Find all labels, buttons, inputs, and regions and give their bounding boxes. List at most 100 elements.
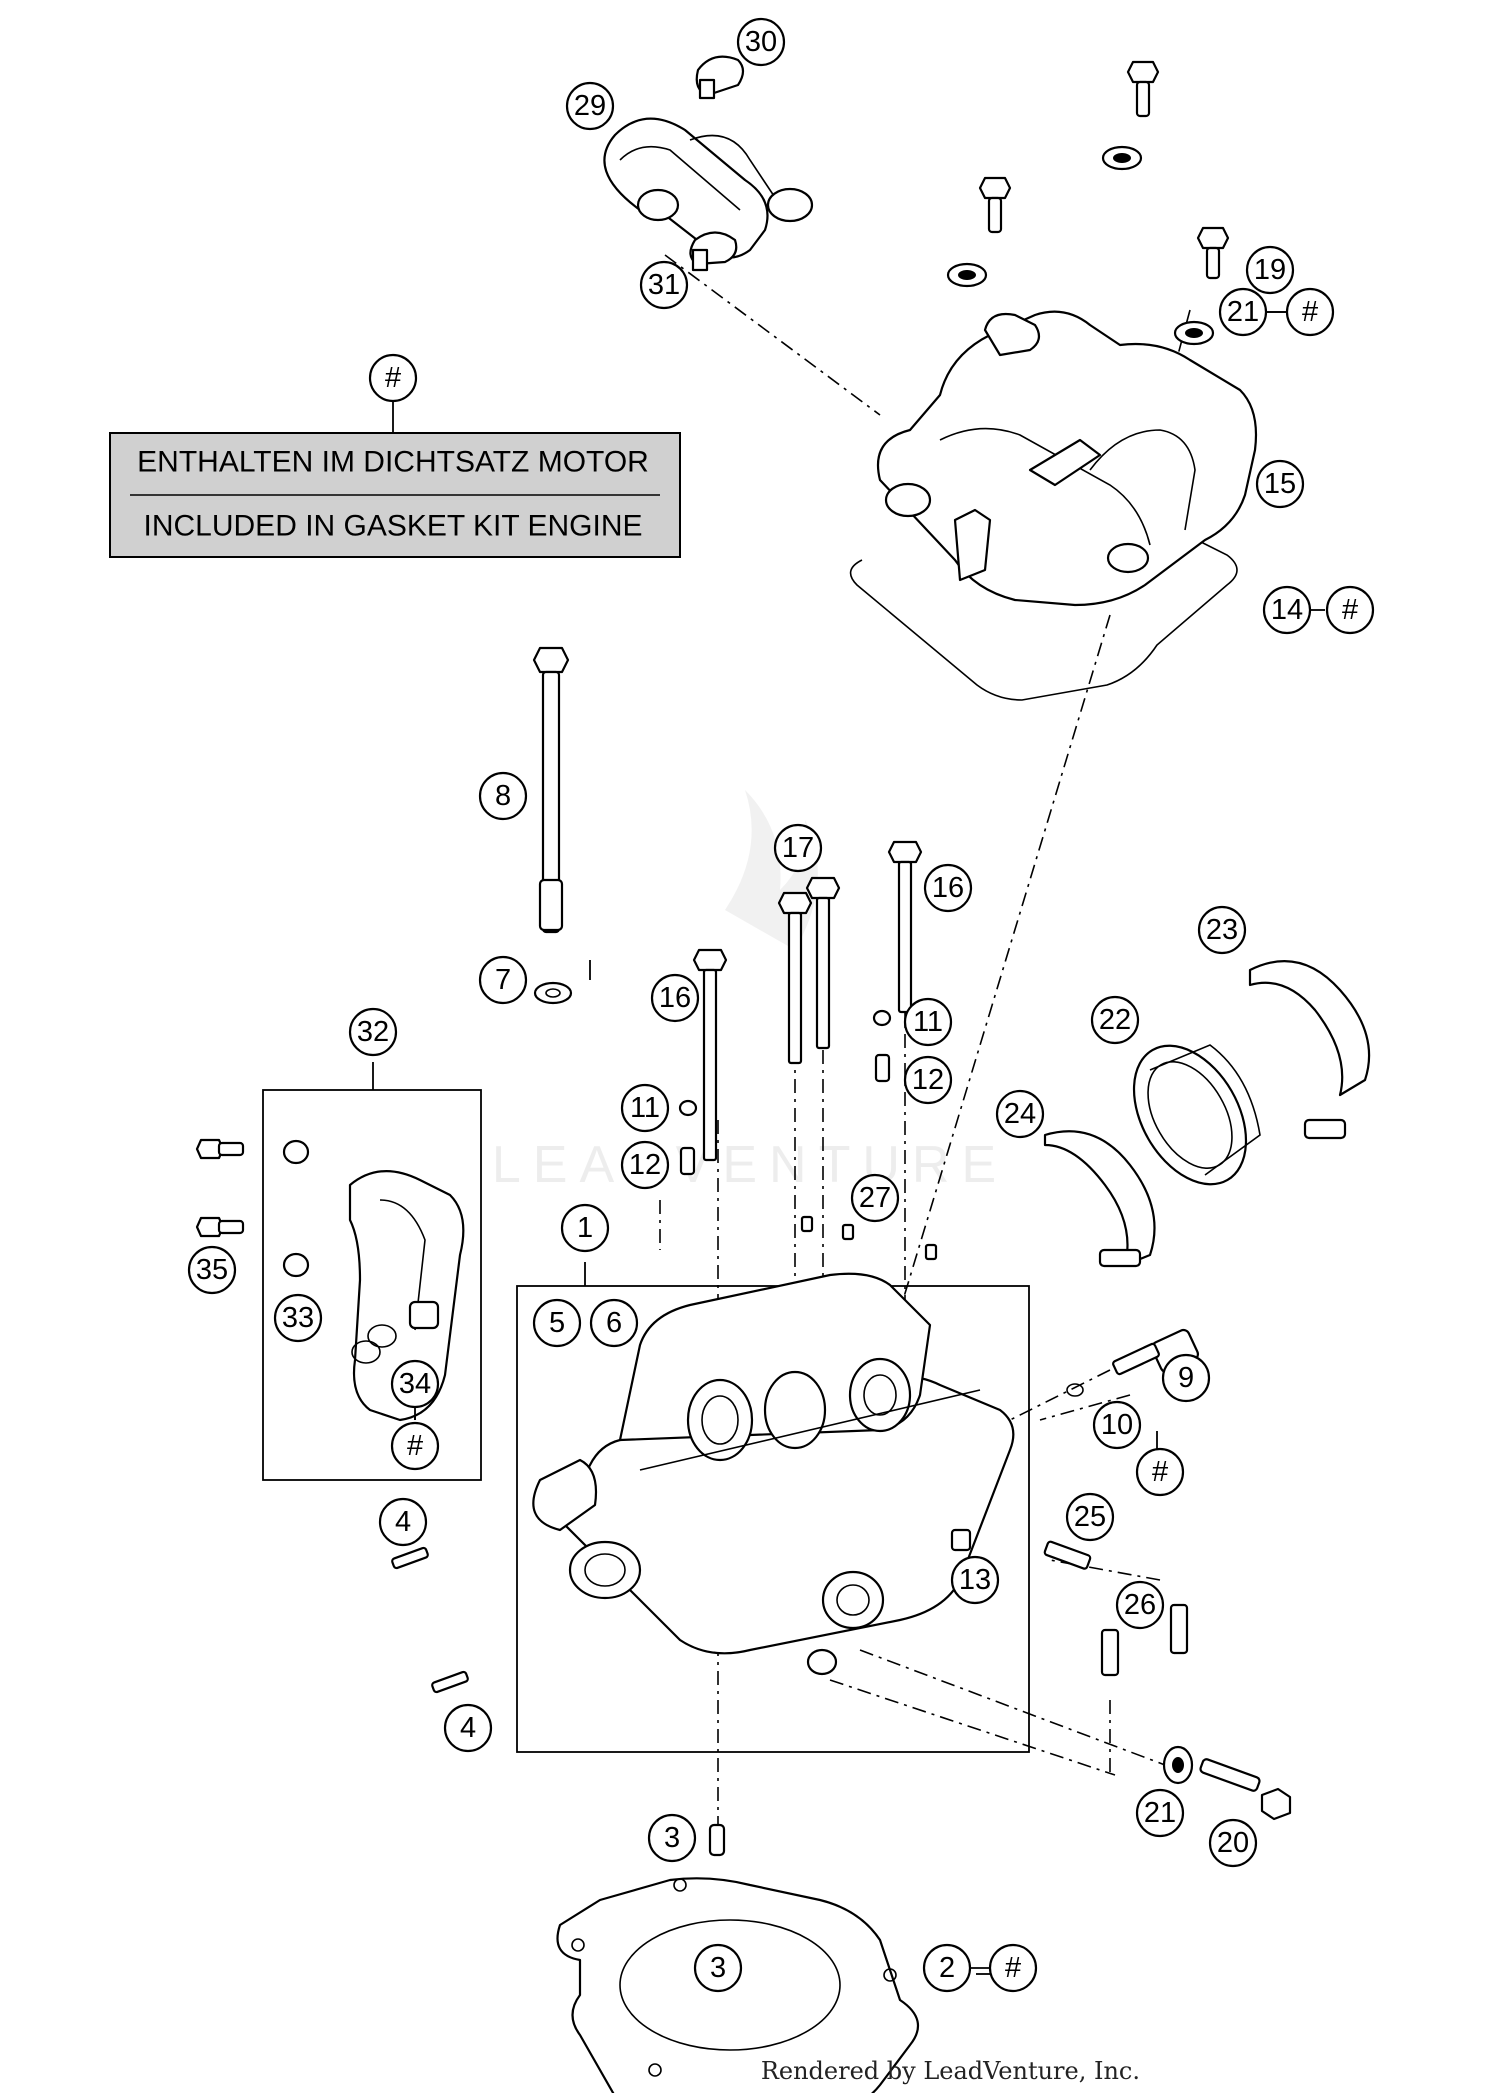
small-bolts-35 [195,1138,245,1238]
callout-30: 30 [736,17,786,67]
callout-10: 10 [1092,1400,1142,1450]
callout-25: 25 [1065,1492,1115,1542]
callout-4-bottom: 4 [443,1703,493,1753]
fitting-25 [1043,1540,1092,1570]
callout-22: 22 [1090,995,1140,1045]
svg-text:11: 11 [630,1092,660,1124]
svg-text:#: # [1302,296,1318,328]
callout-5: 5 [532,1298,582,1348]
svg-text:25: 25 [1074,1501,1106,1533]
svg-text:6: 6 [606,1307,622,1339]
svg-text:22: 22 [1099,1004,1131,1036]
callout-1: 1 [560,1203,610,1253]
callout-16-right: 16 [923,863,973,913]
callout-2: 2 [922,1943,972,1993]
gasket-kit-markers: # # # # # # [368,287,1375,1993]
svg-text:9: 9 [1178,1362,1194,1394]
callout-17: 17 [773,823,823,873]
callout-13: 13 [950,1555,1000,1605]
head-gasket [556,1877,920,2093]
svg-text:3: 3 [710,1952,726,1984]
plug-13 [950,1528,972,1552]
valve-cover [849,310,1258,701]
svg-text:7: 7 [495,964,511,996]
breather-hose [603,117,814,259]
nuts-and-sleeves [678,1009,892,1176]
cover-bolts [946,60,1230,346]
hash-marker-10: # [1135,1447,1185,1497]
callouts: 30 29 31 19 21 15 14 8 7 17 16 16 11 12 … [187,17,1312,1993]
callout-24: 24 [995,1089,1045,1139]
svg-text:12: 12 [912,1064,944,1096]
callout-8: 8 [478,771,528,821]
intake-clamp-23 [1248,959,1371,1140]
callout-20: 20 [1208,1818,1258,1868]
svg-text:20: 20 [1217,1827,1249,1859]
svg-text:11: 11 [913,1006,943,1038]
callout-35: 35 [187,1245,237,1295]
callout-33: 33 [273,1293,323,1343]
head-bolts [692,840,923,1162]
cylinder-head [516,1272,1030,1753]
svg-text:#: # [1005,1952,1021,1984]
svg-text:34: 34 [399,1368,431,1400]
studs-26 [1100,1603,1189,1677]
callout-27: 27 [850,1173,900,1223]
svg-text:16: 16 [659,982,691,1014]
callout-9: 9 [1161,1353,1211,1403]
svg-text:2: 2 [939,1952,955,1984]
svg-text:1: 1 [577,1212,593,1244]
svg-text:16: 16 [932,872,964,904]
hash-marker-21: # [1285,287,1335,337]
svg-text:30: 30 [745,26,777,58]
svg-text:33: 33 [282,1302,314,1334]
hose-clamp-top [695,55,745,100]
legend: ENTHALTEN IM DICHTSATZ MOTOR INCLUDED IN… [109,401,681,558]
hose-clamp-bottom [689,231,738,272]
svg-text:35: 35 [196,1254,228,1286]
hash-marker-14: # [1325,585,1375,635]
svg-text:3: 3 [664,1822,680,1854]
legend-line-german: ENTHALTEN IM DICHTSATZ MOTOR [137,446,649,479]
svg-text:#: # [1342,594,1358,626]
svg-text:19: 19 [1254,254,1286,286]
callout-7: 7 [478,955,528,1005]
callout-31: 31 [639,260,689,310]
svg-text:23: 23 [1206,914,1238,946]
callout-23: 23 [1197,905,1247,955]
callout-34: 34 [390,1359,440,1409]
svg-text:#: # [385,362,401,394]
intake-clamp-24 [1043,1130,1156,1268]
callout-11-left: 11 [620,1083,670,1133]
callout-21-bottom: 21 [1135,1788,1185,1838]
bolt-20 [1162,1745,1292,1821]
svg-text:27: 27 [859,1182,891,1214]
svg-text:5: 5 [549,1307,565,1339]
render-credit: Rendered by LeadVenture, Inc. [760,2057,1140,2085]
callout-6: 6 [589,1298,639,1348]
svg-text:8: 8 [495,780,511,812]
watermark-text: LEADVENTURE [492,1136,1008,1194]
callout-19: 19 [1245,245,1295,295]
callout-14: 14 [1262,585,1312,635]
intake-manifold [1132,1044,1261,1186]
hash-marker-34: # [390,1421,440,1471]
svg-text:24: 24 [1004,1098,1036,1130]
svg-text:12: 12 [629,1149,661,1181]
svg-text:32: 32 [357,1016,389,1048]
long-stud [532,646,570,934]
callout-32: 32 [348,1007,398,1057]
washer-7 [533,981,573,1005]
svg-text:31: 31 [648,269,680,301]
callout-26: 26 [1115,1580,1165,1630]
callout-12-left: 12 [620,1140,670,1190]
callout-21-top: 21 [1218,287,1268,337]
legend-line-english: INCLUDED IN GASKET KIT ENGINE [144,510,643,543]
svg-text:29: 29 [574,90,606,122]
svg-text:26: 26 [1124,1589,1156,1621]
svg-text:#: # [1152,1456,1168,1488]
svg-text:15: 15 [1264,468,1296,500]
callout-16-left: 16 [650,973,700,1023]
svg-text:14: 14 [1271,594,1303,626]
